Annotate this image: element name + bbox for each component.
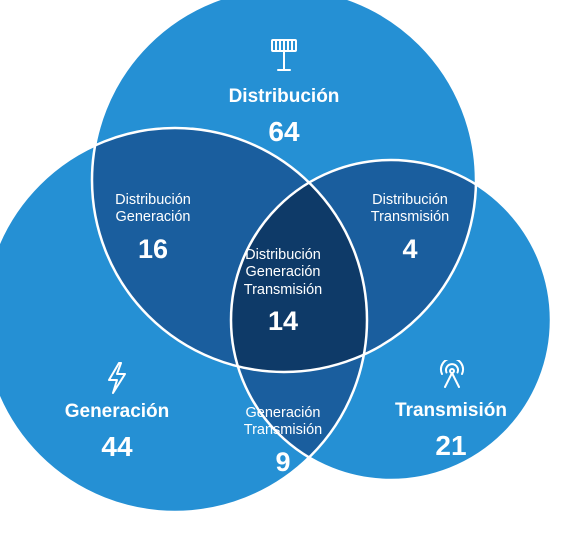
region-generacion-transmision: Generación Transmisión 9 (213, 405, 353, 478)
region-label: Distribución (245, 247, 321, 263)
region-label: Distribución (228, 86, 340, 107)
antenna-icon (440, 360, 464, 388)
region-label: Generación (115, 209, 191, 226)
circle-outline (229, 158, 553, 482)
region-label: Transmisión (395, 400, 507, 421)
region-value: 64 (268, 115, 300, 147)
circle-outline (90, 0, 478, 374)
region-value: 14 (267, 306, 299, 337)
region-label: Generación (64, 401, 170, 422)
region-label: Distribución (115, 192, 191, 208)
region-label: Transmisión (243, 422, 323, 439)
region-distribucion-generacion: Distribución Generación 16 (83, 192, 223, 265)
region-generacion: Generación 44 (37, 401, 197, 463)
region-value: 16 (137, 233, 169, 264)
region-label: Transmisión (243, 281, 323, 298)
region-label: Generación (245, 405, 321, 421)
region-all-three: Distribución Generación Transmisión 14 (213, 247, 353, 338)
region-value: 4 (402, 233, 418, 264)
region-label: Transmisión (370, 209, 450, 226)
power-pylon-icon (271, 39, 297, 71)
region-value: 21 (435, 429, 467, 461)
region-value: 44 (101, 430, 133, 462)
lightning-bolt-icon (108, 362, 126, 394)
region-distribucion-transmision: Distribución Transmisión 4 (340, 192, 480, 265)
circle-outline (0, 126, 369, 514)
overlap-all-three (231, 160, 367, 372)
region-label: Generación (245, 264, 321, 281)
region-distribucion: Distribución 64 (184, 86, 384, 148)
region-label: Distribución (372, 192, 448, 208)
region-transmision: Transmisión 21 (371, 400, 531, 462)
region-value: 9 (275, 446, 291, 477)
